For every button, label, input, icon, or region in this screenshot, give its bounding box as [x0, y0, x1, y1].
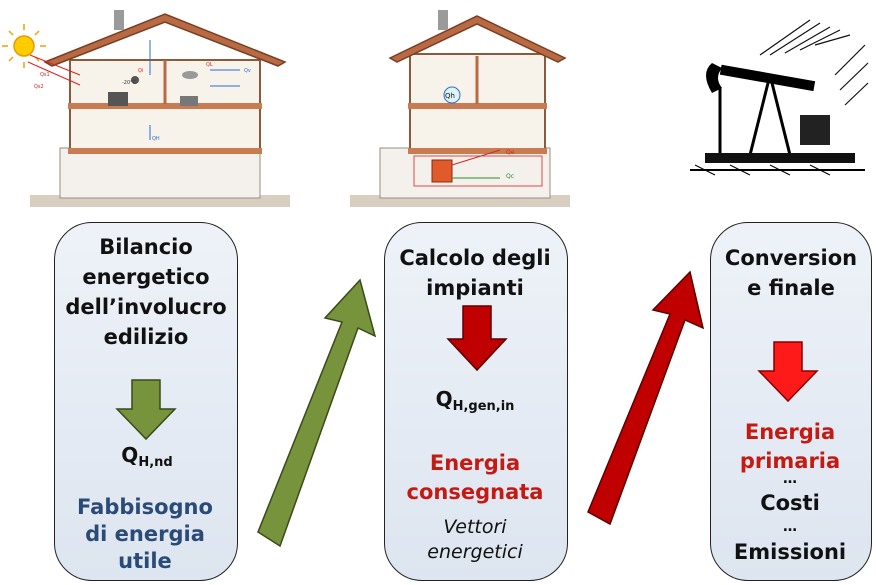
- sun-icon: [2, 24, 46, 68]
- qe-label: Qe: [506, 149, 515, 156]
- qs2-label: Qs2: [34, 84, 44, 90]
- qv-label: Qv: [244, 68, 251, 74]
- house-energy-balance-illustration: Qs1 Qs2 Qi -20°C QL Qv QH: [2, 10, 290, 207]
- primary-energy-label: Energia primaria: [739, 420, 841, 473]
- green-diagonal-arrow: [257, 278, 377, 548]
- emissions-label: Emissioni: [733, 540, 847, 564]
- house-heating-system-illustration: Qh Qe Qc: [350, 10, 570, 207]
- qh-nd-main: Q: [121, 443, 139, 467]
- qh-gen-in-sub: H,gen,in: [452, 399, 515, 414]
- useful-energy-demand-label: Fabbisogno di energia utile: [77, 495, 213, 573]
- qh-label: QH: [152, 136, 160, 142]
- ellipsis-1: …: [783, 471, 797, 487]
- qh-system-label: Qh: [445, 92, 455, 100]
- qs1-label: Qs1: [40, 72, 50, 78]
- delivered-energy-label: Energia consegnata: [406, 451, 544, 504]
- energy-carriers-label: Vettori energetici: [427, 516, 523, 563]
- red-diagonal-arrow: [587, 270, 705, 526]
- qh-gen-in-main: Q: [435, 387, 453, 411]
- plant-calculation-box: [384, 222, 568, 581]
- building-envelope-title: Bilancio energetico dell’involucro edili…: [65, 235, 227, 349]
- plant-calculation-title: Calcolo degli impianti: [399, 246, 551, 300]
- final-conversion-box: [710, 222, 872, 581]
- qi-label: Qi: [138, 68, 143, 74]
- costs-label: Costi: [760, 491, 820, 515]
- bright-red-down-arrow: [757, 341, 819, 403]
- oil-pump-illustration: [690, 19, 869, 176]
- final-conversion-title: Conversion e finale: [724, 246, 858, 300]
- qc-label: Qc: [506, 173, 514, 180]
- temperature-label: -20°C: [122, 80, 137, 86]
- qh-gen-in-symbol: QH,gen,in: [400, 387, 550, 414]
- green-down-arrow: [115, 379, 177, 441]
- qh-nd-sub: H,nd: [138, 455, 173, 470]
- ql-label: QL: [206, 62, 213, 68]
- dark-red-down-arrow: [446, 305, 508, 372]
- ellipsis-2: …: [783, 519, 797, 535]
- qh-nd-symbol: QH,nd: [92, 443, 202, 470]
